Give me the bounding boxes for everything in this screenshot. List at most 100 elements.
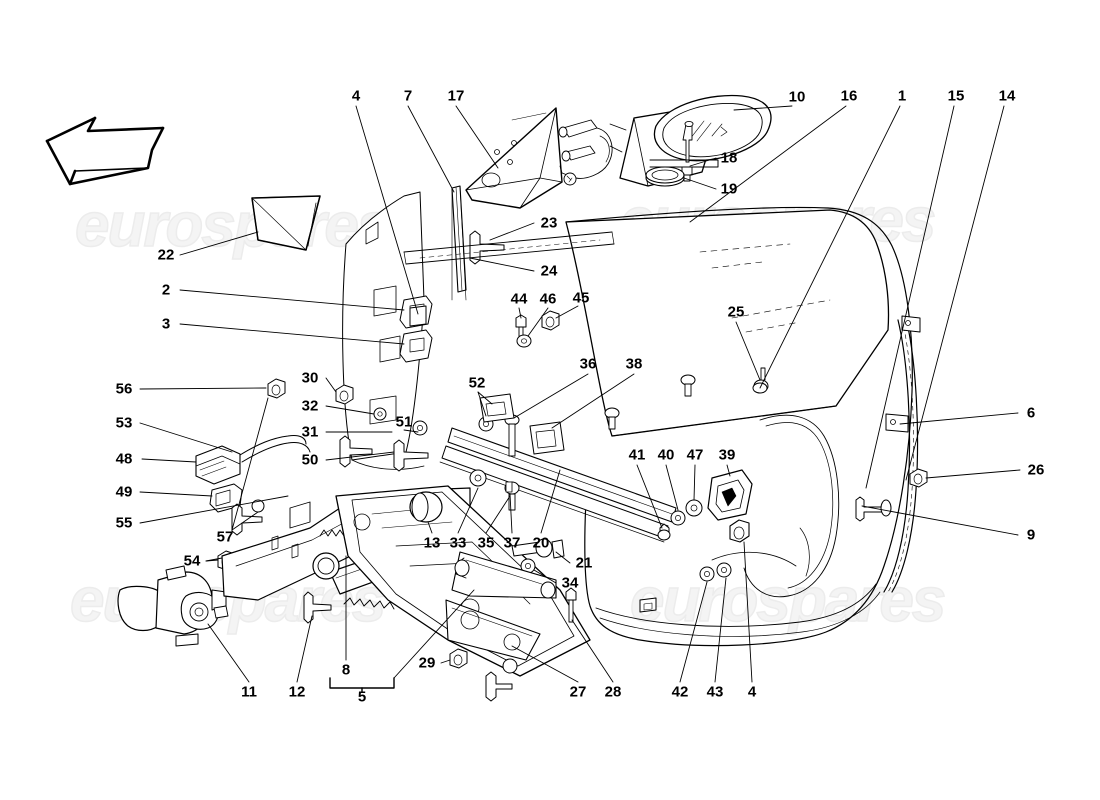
callout-27: 27: [569, 683, 587, 701]
callout-51: 51: [395, 413, 413, 431]
part-32-washer: [373, 407, 387, 421]
callout-36: 36: [579, 355, 597, 373]
callout-56: 56: [115, 380, 133, 398]
callout-22: 22: [157, 246, 175, 264]
part-11-window-motor: [117, 565, 229, 647]
part-53-wire: [239, 435, 311, 463]
part-17-mirror-base: [465, 107, 563, 209]
part-42-washer: [699, 566, 715, 582]
part-19-gasket-ring: [645, 166, 685, 187]
part-4b-nut: [729, 519, 750, 543]
part-46-washer: [516, 334, 532, 348]
callout-38: 38: [625, 355, 643, 373]
callout-2: 2: [161, 281, 171, 299]
part-15-channel-bracket: [901, 315, 921, 333]
front-direction-arrow: [45, 116, 165, 186]
part-28-bolt: [565, 587, 577, 623]
callout-55: 55: [115, 514, 133, 532]
callout-23: 23: [540, 214, 558, 232]
part-6-guide-bracket: [885, 413, 909, 433]
callout-26: 26: [1027, 461, 1045, 479]
callout-50: 50: [301, 451, 319, 469]
part-27b-bolt: [485, 658, 518, 702]
callout-40: 40: [657, 446, 675, 464]
callout-7: 7: [403, 87, 413, 105]
part-47-washer: [685, 499, 703, 517]
part-40-washer: [670, 510, 686, 526]
callout-44: 44: [510, 290, 528, 308]
part-56-nut: [267, 378, 286, 399]
callout-24: 24: [540, 262, 558, 280]
part-13-roller: [409, 491, 443, 523]
part-43-washer: [716, 562, 732, 578]
callout-34: 34: [561, 574, 579, 592]
callout-1: 1: [897, 87, 907, 105]
callout-5: 5: [357, 688, 367, 706]
callout-33: 33: [449, 534, 467, 552]
callout-53: 53: [115, 414, 133, 432]
part-41-bolt: [657, 523, 671, 541]
door-inner-frame: [342, 191, 425, 470]
callout-57: 57: [216, 528, 234, 546]
callout-42: 42: [671, 683, 689, 701]
callout-14: 14: [998, 87, 1016, 105]
callout-32: 32: [301, 397, 319, 415]
part-38-bracket: [529, 421, 565, 455]
callout-29: 29: [418, 654, 436, 672]
part-12-bolt: [303, 591, 332, 624]
callout-17: 17: [447, 87, 465, 105]
callout-30: 30: [301, 369, 319, 387]
part-16-mirror-harness: [558, 119, 627, 186]
part-misc-screw-b: [604, 407, 620, 430]
callout-21: 21: [575, 554, 593, 572]
callout-11: 11: [241, 683, 257, 701]
part-7-window-guide: [451, 185, 467, 301]
part-24-window-rail: [403, 231, 615, 265]
callout-52: 52: [468, 374, 486, 392]
part-23-bolt: [469, 230, 505, 265]
part-31-bolt: [339, 435, 373, 468]
callout-35: 35: [477, 534, 495, 552]
callout-12: 12: [288, 683, 306, 701]
callout-13: 13: [423, 534, 441, 552]
callout-4b: 4: [747, 683, 757, 701]
callout-31: 31: [301, 423, 319, 441]
part-4-upper-clip: [409, 305, 427, 327]
part-48-connector: [195, 445, 241, 485]
door-shell-outline: [565, 206, 913, 647]
callout-54: 54: [183, 552, 201, 570]
callout-46: 46: [539, 290, 557, 308]
part-20-lower-rail: [439, 427, 677, 543]
callout-41: 41: [628, 446, 646, 464]
callout-49: 49: [115, 483, 133, 501]
part-21-link-pin: [511, 538, 565, 559]
part-51-washer: [412, 420, 428, 436]
callout-10: 10: [788, 88, 806, 106]
callout-45: 45: [572, 289, 590, 307]
group-5-span-bracket: [329, 677, 395, 693]
leader-lines: [139, 105, 1021, 683]
part-3-clip: [399, 329, 433, 363]
part-10-mirror-assembly: [619, 94, 772, 187]
callout-9: 9: [1026, 526, 1036, 544]
callout-47: 47: [686, 446, 704, 464]
callout-18: 18: [720, 149, 738, 167]
part-50-bolt: [393, 439, 429, 472]
callout-28: 28: [604, 683, 622, 701]
callout-39: 39: [718, 446, 736, 464]
callout-48: 48: [115, 450, 133, 468]
part-37-screw: [505, 481, 513, 493]
callout-4: 4: [351, 87, 361, 105]
callout-3: 3: [161, 315, 171, 333]
part-30-nut: [335, 384, 354, 405]
callout-16: 16: [840, 87, 858, 105]
callout-19: 19: [720, 180, 738, 198]
part-33-washer: [469, 469, 487, 487]
part-misc-clip: [639, 597, 657, 613]
callout-6: 6: [1026, 404, 1036, 422]
part-27-link-arm: [445, 551, 557, 661]
callout-15: 15: [947, 87, 965, 105]
callout-37: 37: [503, 534, 521, 552]
